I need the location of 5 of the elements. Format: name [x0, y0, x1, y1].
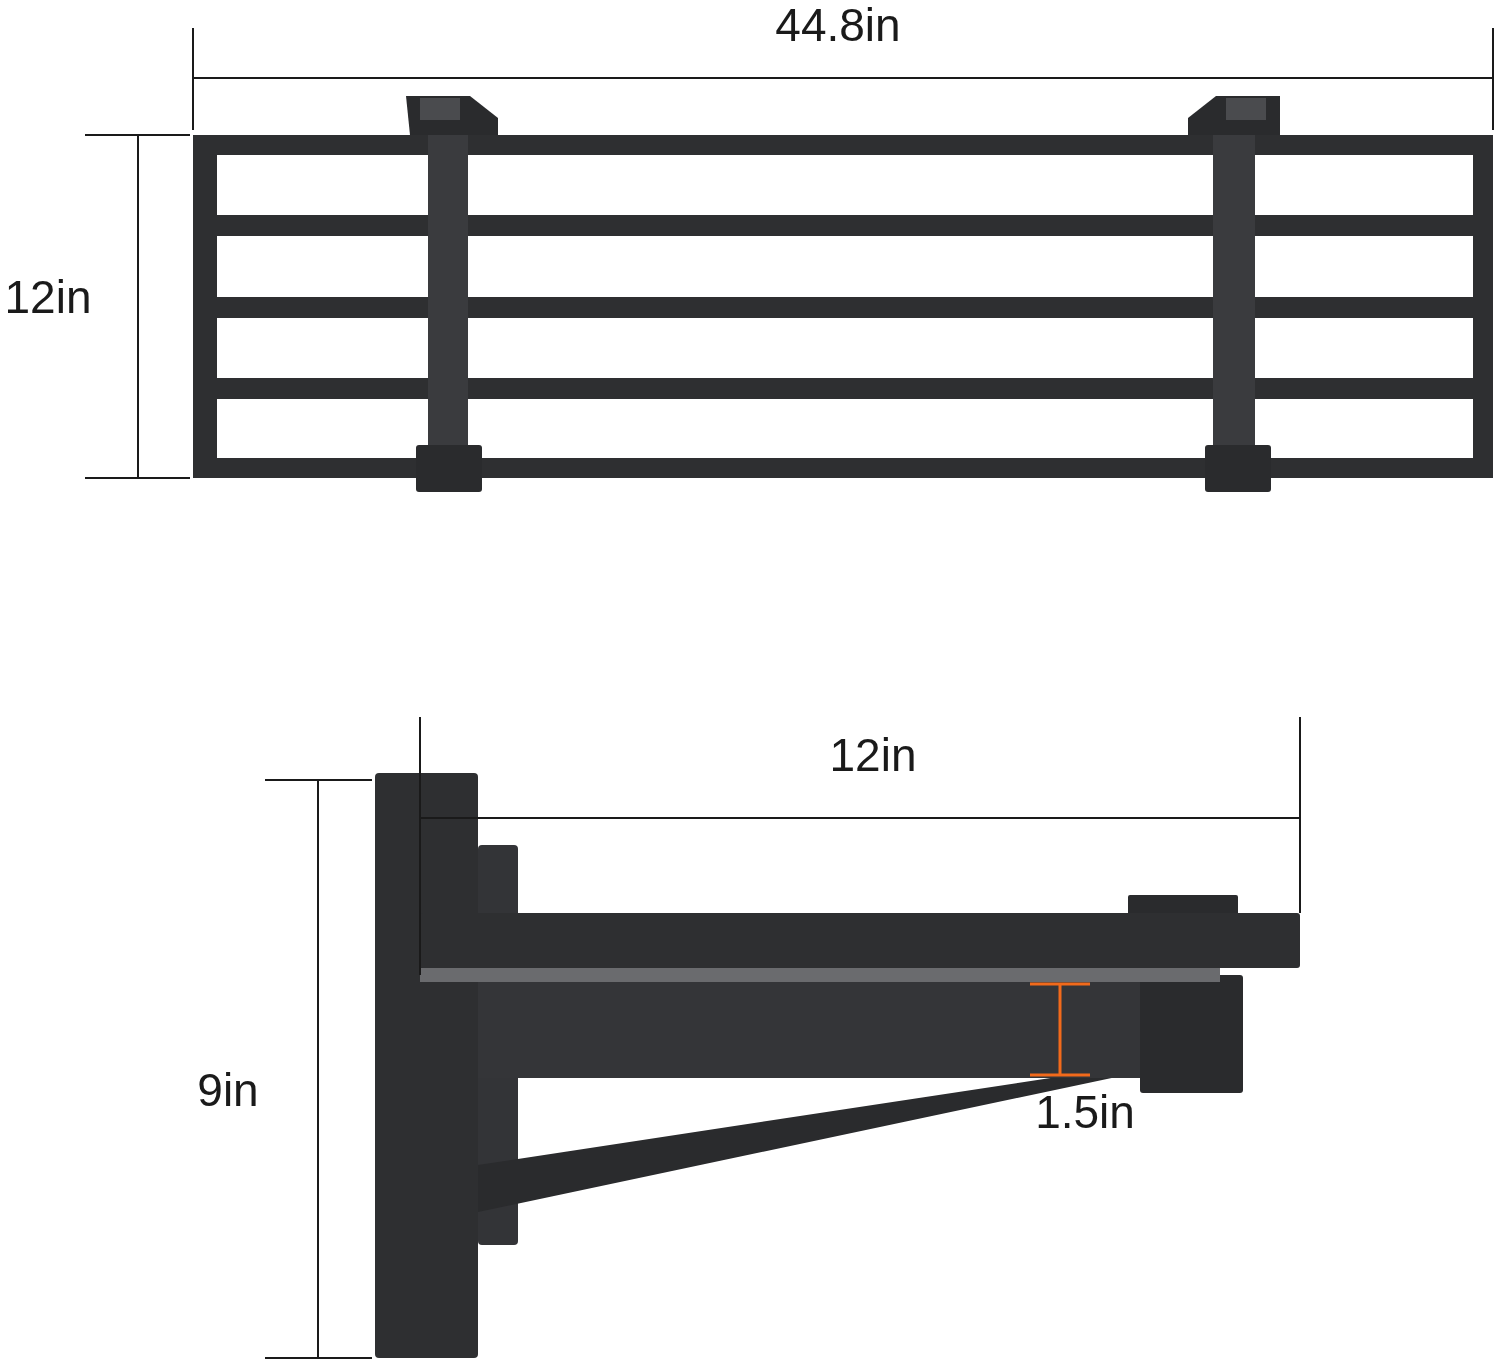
dimension-label: 1.5in — [1035, 1089, 1135, 1135]
dimension-label: 12in — [4, 274, 92, 320]
dimension-label: 12in — [829, 732, 917, 778]
dimension-label: 44.8in — [775, 2, 901, 48]
dimension-label: 9in — [197, 1067, 259, 1113]
